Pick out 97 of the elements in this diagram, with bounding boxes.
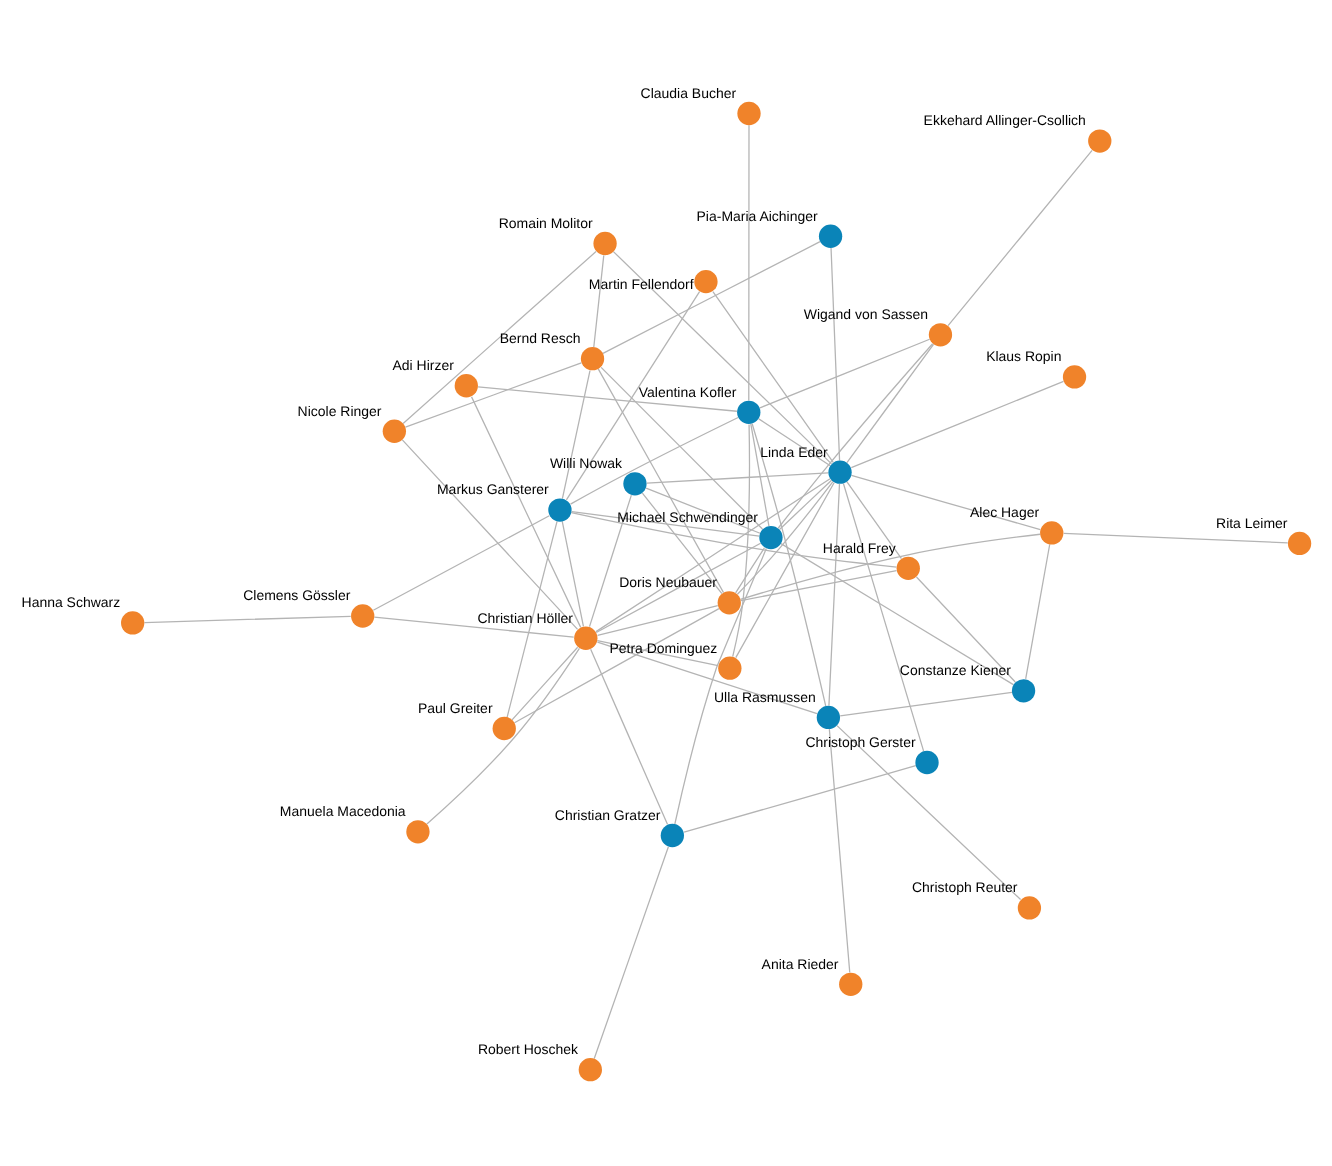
node-circle (839, 971, 863, 995)
connector (734, 546, 766, 593)
connector (748, 123, 750, 401)
node-circle (818, 223, 843, 247)
node-circle (915, 749, 939, 774)
node-circle (828, 459, 852, 483)
node-circle (406, 819, 430, 843)
connector (750, 422, 770, 526)
connector (595, 541, 762, 633)
node-circle (623, 471, 647, 495)
connector (1025, 542, 1051, 679)
node-circle (1040, 520, 1064, 544)
connector (401, 438, 579, 629)
connector (842, 481, 925, 751)
connector (830, 246, 841, 461)
connector (561, 368, 591, 499)
node-circle (759, 524, 783, 549)
connector (143, 614, 352, 623)
node-circle (580, 346, 605, 370)
connector (373, 615, 575, 637)
connector (732, 422, 751, 657)
connector (739, 532, 1041, 599)
connector (828, 727, 851, 973)
node-circle (454, 373, 478, 397)
node-circle (578, 1057, 602, 1081)
connector (674, 546, 767, 824)
connector (612, 249, 833, 464)
node-circle (492, 715, 516, 740)
connector (736, 479, 834, 594)
node-circle (593, 230, 617, 255)
connector (645, 486, 761, 533)
connector (683, 764, 917, 832)
connector (595, 477, 831, 632)
node-circle (694, 268, 718, 293)
node-circle (121, 610, 145, 634)
node-circle (1011, 678, 1036, 702)
connector (846, 480, 903, 559)
connector (947, 148, 1093, 326)
node-circle (660, 822, 684, 847)
node-circle (816, 704, 841, 729)
connector (850, 379, 1065, 468)
node-circle (1088, 128, 1112, 152)
connector (712, 289, 834, 463)
connector (641, 491, 723, 594)
connector (506, 519, 558, 717)
node-circle (717, 590, 741, 614)
node-circle (382, 418, 406, 442)
connector (571, 509, 760, 536)
connector (402, 249, 597, 424)
connector (596, 640, 818, 714)
node-circle (718, 655, 742, 679)
connector (588, 493, 632, 627)
connector (600, 365, 764, 529)
connector (426, 646, 581, 824)
node-circle (1017, 895, 1042, 919)
node-circle (1287, 530, 1312, 555)
node-circle (574, 625, 598, 649)
connector (593, 845, 670, 1059)
connector (777, 342, 934, 528)
connector (780, 542, 1014, 685)
connector (570, 510, 898, 567)
connector (593, 253, 605, 347)
connector (735, 481, 835, 658)
connector (759, 337, 931, 408)
connector (569, 415, 739, 504)
connector (828, 482, 841, 706)
connector (646, 471, 829, 483)
connector (839, 690, 1013, 716)
connector (372, 514, 550, 610)
node-circle (548, 497, 572, 521)
connector (758, 417, 831, 466)
connector (1063, 531, 1289, 543)
connector (590, 647, 669, 824)
connector (836, 724, 1022, 900)
node-circle (351, 603, 375, 627)
connector (751, 422, 827, 706)
connector (565, 290, 701, 500)
node-circle (896, 555, 920, 579)
node-circle (737, 399, 761, 423)
connector (740, 568, 898, 601)
connector (470, 395, 582, 628)
node-circle (1062, 364, 1087, 388)
connector (596, 604, 719, 635)
connector (915, 575, 1016, 682)
connector (597, 367, 725, 593)
connector (850, 473, 1041, 530)
connector (602, 240, 821, 353)
connector (846, 342, 935, 463)
connector (513, 606, 720, 723)
connector (561, 519, 585, 627)
connector (404, 361, 582, 427)
node-circle (737, 100, 761, 125)
node-circle (928, 322, 953, 346)
connector (778, 478, 833, 530)
connector (477, 385, 738, 411)
connector (511, 645, 579, 720)
connector (596, 639, 719, 666)
